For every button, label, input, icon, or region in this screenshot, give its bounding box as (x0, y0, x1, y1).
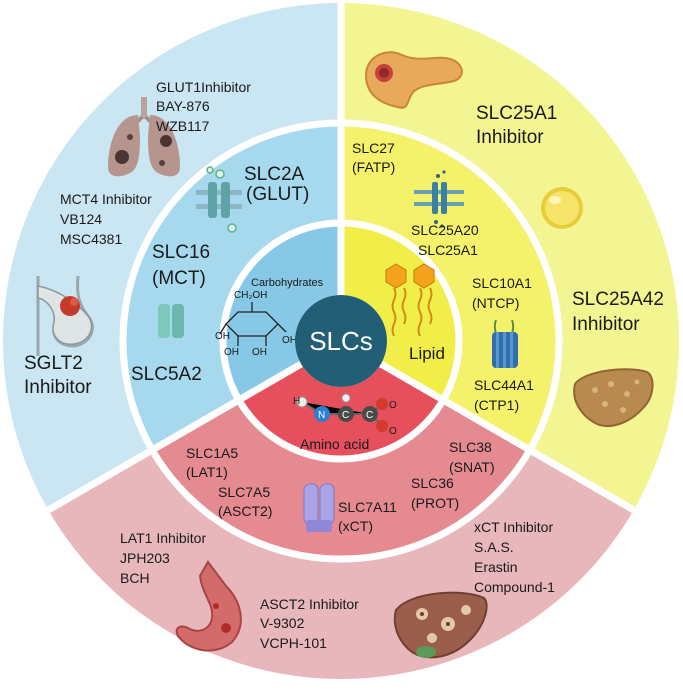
mct-label: (MCT) (152, 268, 206, 289)
vcph-101-label: VCPH-101 (260, 635, 327, 651)
asct2-inhibitor-label: ASCT2 Inhibitor (260, 596, 359, 612)
slc7a5-label: SLC7A5 (218, 484, 270, 500)
center-label: SLCs (309, 326, 373, 356)
liver-tumor-icon (393, 591, 488, 659)
outer-sector-carbohydrate-inhibitors (2, 3, 341, 510)
oh-label-4: OH (282, 335, 297, 346)
msc4381-label: MSC4381 (60, 231, 122, 247)
glut-label: (GLUT) (246, 184, 309, 205)
amino-acid-transporter-icon (303, 483, 335, 532)
xct-inhibitor-label: xCT Inhibitor (474, 519, 553, 535)
fatp-label: (FATP) (352, 159, 395, 175)
slc36-label: SLC36 (411, 475, 454, 491)
compound-1-label: Compound-1 (474, 579, 555, 595)
slc1a5-label: SLC1A5 (186, 445, 238, 461)
xct-label: (xCT) (338, 518, 373, 534)
ntcp-label: (NTCP) (472, 295, 519, 311)
lipid-molecule-icon (385, 263, 435, 337)
oh-label-3: OH (252, 347, 267, 358)
vb124-label: VB124 (60, 211, 102, 227)
slc25a1-label: SLC25A1 (418, 242, 478, 258)
middle-sector-lipid-transporters (341, 123, 559, 450)
sas-label: S.A.S. (474, 539, 514, 555)
breast-tumor-icon (36, 275, 94, 356)
slc38-label: SLC38 (449, 439, 492, 455)
slc25a1-inhibitor-label: Inhibitor (476, 127, 544, 148)
sector-divider (44, 360, 303, 515)
lat1-label: (LAT1) (186, 464, 228, 480)
erastin-label: Erastin (474, 559, 518, 575)
fatty-liver-icon (573, 368, 654, 427)
slc16-label: SLC16 (152, 242, 210, 263)
oxygen-label-2: O (389, 426, 397, 437)
fatp-transporter-icon (414, 170, 464, 228)
mct4-inhibitor-label: MCT4 Inhibitor (60, 191, 152, 207)
slc44a1-label: SLC44A1 (474, 377, 534, 393)
glut1-inhibitor-label: GLUT1Inhibitor (156, 79, 251, 95)
nitrogen-label: N (318, 410, 325, 421)
slc25a42-inhibitor-name: SLC25A42 (572, 289, 664, 310)
ntcp-transporter-icon (492, 319, 518, 368)
lat1-inhibitor-label: LAT1 Inhibitor (120, 530, 206, 546)
slc25a42-inhibitor-label: Inhibitor (572, 314, 640, 335)
asct2-label: (ASCT2) (218, 503, 272, 519)
oh-label-2: OH (224, 347, 239, 358)
v-9302-label: V-9302 (260, 615, 305, 631)
jph203-label: JPH203 (120, 550, 170, 566)
ch2oh-label: CH₂OH (234, 290, 267, 301)
amino-acid-molecule-icon (296, 393, 388, 432)
slc5a2-label: SLC5A2 (131, 364, 202, 385)
ring-separators (44, 1, 638, 563)
stomach-icon (175, 560, 242, 652)
prot-label: (PROT) (411, 495, 459, 511)
mct-transporter-icon (158, 304, 184, 338)
pancreas-icon (364, 51, 463, 109)
snat-label: (SNAT) (449, 459, 495, 475)
slc27-label: SLC27 (352, 140, 395, 156)
sector-divider (379, 360, 638, 515)
slc25a1-inhibitor-name: SLC25A1 (476, 103, 557, 124)
slc25a20-label: SLC25A20 (411, 222, 479, 238)
carbohydrates-label: Carbohydrates (251, 277, 324, 289)
slc2a-label: SLC2A (244, 164, 305, 185)
sglt2-label: SGLT2 (24, 353, 83, 374)
wzb117-label: WZB117 (156, 118, 210, 134)
lipid-droplet-icon (541, 187, 583, 229)
bay-876-label: BAY-876 (156, 98, 210, 114)
amino-acid-label: Amino acid (300, 436, 369, 452)
ctp1-label: (CTP1) (474, 397, 519, 413)
carbon-label-2: C (366, 410, 373, 421)
middle-sector-amino-acid-transporters (152, 400, 530, 559)
lipid-label: Lipid (409, 344, 445, 363)
bch-label: BCH (120, 570, 150, 586)
glut-transporter-icon (196, 166, 242, 233)
hydrogen-label: H (293, 396, 300, 407)
slcs-core (295, 295, 387, 387)
carbon-label-1: C (342, 410, 349, 421)
slc7a11-label: SLC7A11 (338, 499, 397, 515)
middle-sector-carbohydrate-transporters (122, 123, 341, 450)
sglt2-inhibitor-label: Inhibitor (24, 377, 92, 398)
glucose-molecule-icon (219, 302, 287, 346)
oxygen-label-1: O (389, 400, 397, 411)
oh-label-1: OH (215, 331, 230, 342)
lungs-icon (108, 97, 180, 177)
slc10a1-label: SLC10A1 (472, 275, 532, 291)
